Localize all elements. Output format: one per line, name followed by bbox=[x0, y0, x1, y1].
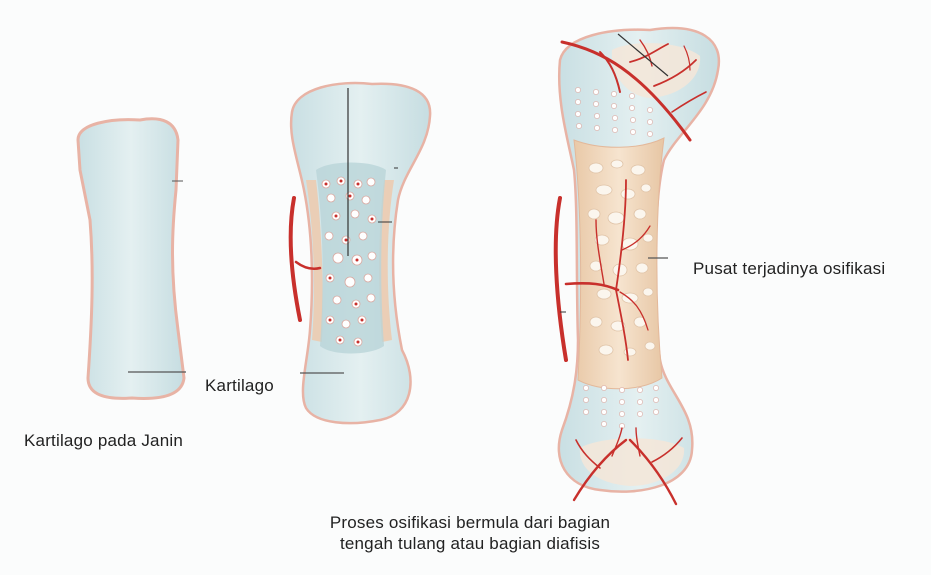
caption: Proses osifikasi bermula dari bagian ten… bbox=[250, 512, 690, 555]
label-fetal-cartilage: Kartilago pada Janin bbox=[24, 430, 183, 451]
label-cartilage: Kartilago bbox=[205, 375, 274, 396]
label-ossification-center: Pusat terjadinya osifikasi bbox=[693, 258, 885, 279]
early-ossification-bone bbox=[291, 83, 431, 423]
blood-vessel bbox=[291, 198, 300, 320]
fetal-cartilage-bone bbox=[78, 119, 186, 399]
caption-line-2: tengah tulang atau bagian diafisis bbox=[250, 533, 690, 554]
caption-line-1: Proses osifikasi bermula dari bagian bbox=[250, 512, 690, 533]
